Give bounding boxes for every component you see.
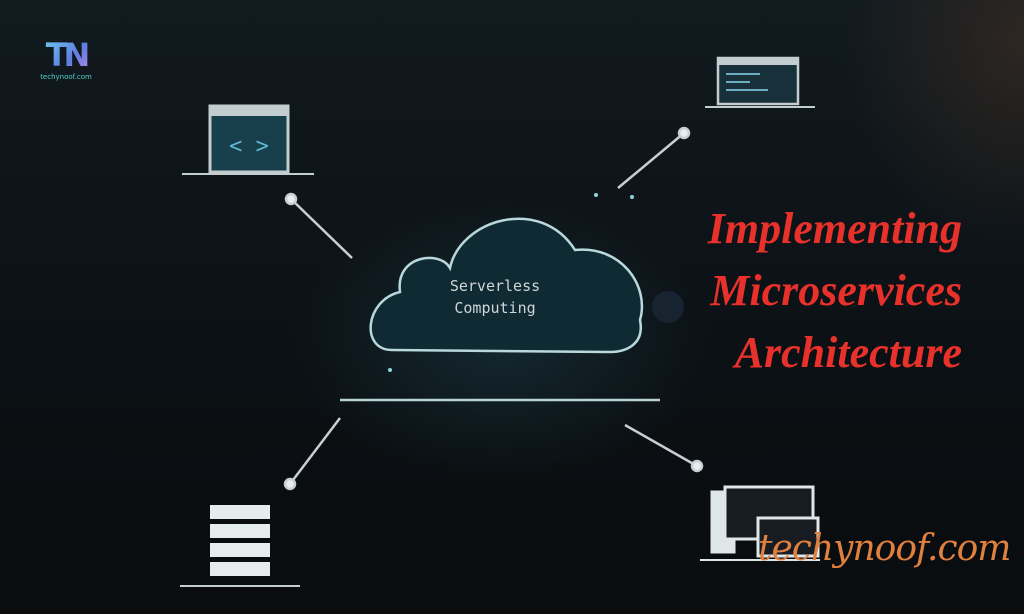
site-logo: TN techynoof.com [36,38,96,81]
connector-dot [677,126,691,140]
page-title: Implementing Microservices Architecture [708,198,962,384]
code-window-icon: < > [182,104,314,175]
cloud-icon [340,193,684,402]
logo-mark: TN [36,38,96,72]
connector-bottom-right [624,423,698,468]
connector-top-right [617,132,685,189]
watermark: techynoof.com [758,528,1011,569]
cloud-label-line1: Serverless [449,277,541,295]
title-line3: Architecture [734,328,962,377]
connector-dot [690,459,704,473]
title-line1: Implementing [707,204,962,253]
connector-dot [284,192,298,206]
title-line2: Microservices [710,266,962,315]
cloud-label-line2: Computing [454,299,536,317]
logo-site-text: techynoof.com [40,73,92,81]
connector-bottom-left [289,417,341,485]
cloud-label: Serverless Computing [420,275,570,319]
svg-text:< >: < > [229,134,269,159]
connector-dot [283,477,297,491]
server-rack-icon [180,505,300,587]
devices-icon [700,485,820,561]
connector-top-left [290,198,353,259]
code-editor-icon [705,56,815,108]
